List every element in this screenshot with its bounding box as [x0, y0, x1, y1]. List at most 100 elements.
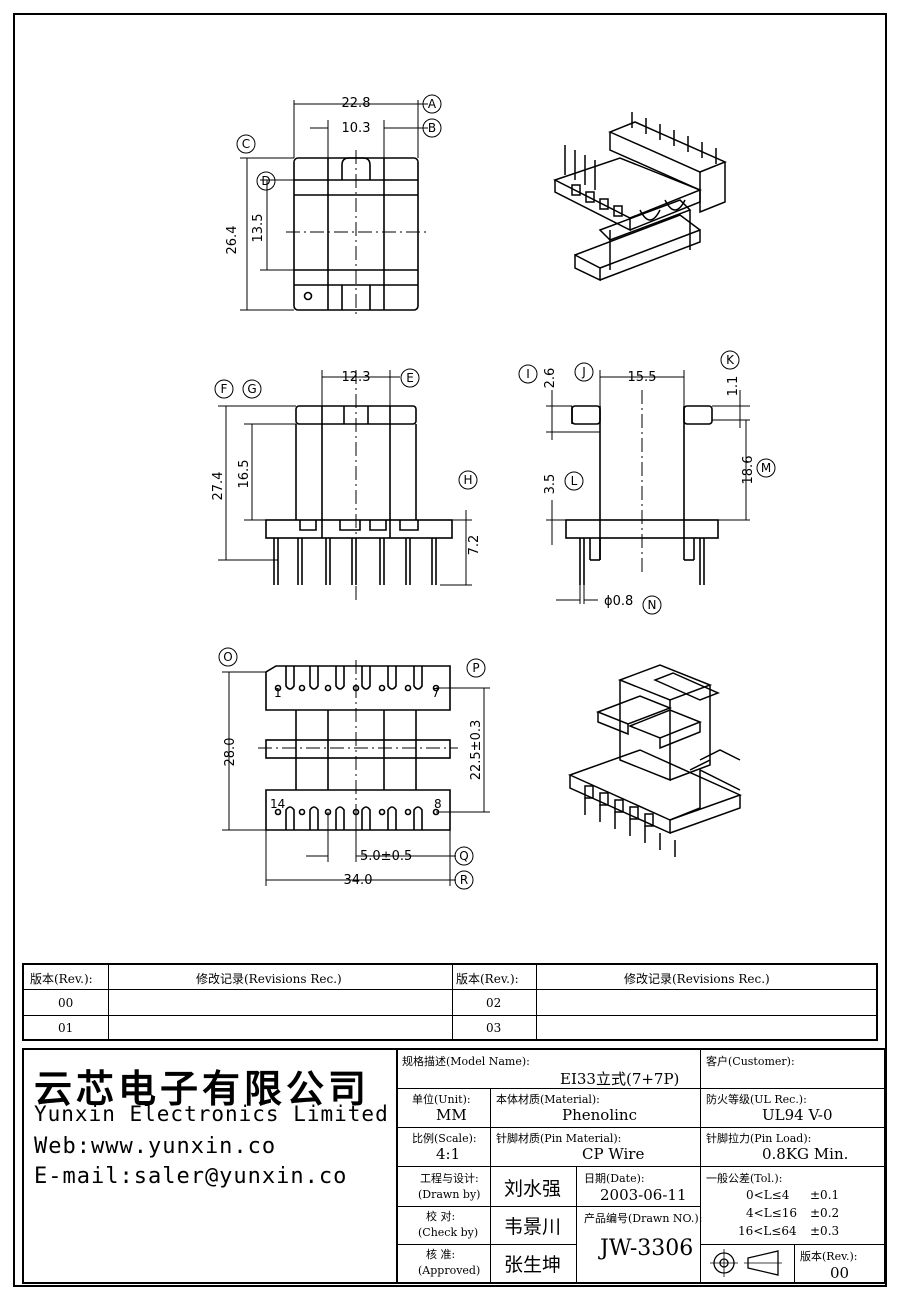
- callout-d: D: [261, 174, 270, 188]
- dim-j: 15.5: [628, 370, 657, 385]
- title-block: 云芯电子有限公司 Yunxin Electronics Limited Web:…: [22, 1048, 886, 1284]
- rev-label: 版本(Rev.):: [800, 1250, 858, 1263]
- company-web: Web:www.yunxin.co: [34, 1134, 277, 1159]
- rev-cell: 02: [486, 996, 502, 1010]
- pin-7-label: 7: [432, 686, 440, 700]
- material-value: Phenolinc: [562, 1106, 637, 1124]
- drawn-no: JW-3306: [600, 1236, 694, 1261]
- scale-label: 比例(Scale):: [412, 1132, 477, 1145]
- pin-load-value: 0.8KG Min.: [762, 1145, 849, 1163]
- check-by: 韦景川: [504, 1216, 562, 1238]
- date-label: 日期(Date):: [584, 1172, 645, 1185]
- approved-by: 张生坤: [504, 1254, 562, 1276]
- callout-m: M: [761, 461, 771, 475]
- company-name-en: Yunxin Electronics Limited: [34, 1102, 389, 1126]
- side-view: [565, 390, 719, 585]
- callout-q: Q: [459, 849, 468, 863]
- dim-i: 2.6: [543, 368, 558, 389]
- callout-f: F: [221, 382, 228, 396]
- dim-b: 10.3: [342, 121, 371, 136]
- front-view: [265, 370, 453, 600]
- iso-view-top: [553, 112, 727, 282]
- tol-range: 4<L≤16: [746, 1206, 797, 1220]
- ul-label: 防火等级(UL Rec.):: [706, 1093, 807, 1106]
- callout-p: P: [472, 661, 479, 675]
- tol-range: 16<L≤64: [738, 1224, 797, 1238]
- bottom-view: [258, 660, 458, 840]
- dim-m: 18.6: [741, 456, 756, 485]
- dim-l: 3.5: [543, 474, 558, 495]
- dim-p: 22.5±0.3: [469, 720, 484, 781]
- dim-g: 16.5: [237, 460, 252, 489]
- tol-range: 0<L≤4: [746, 1188, 790, 1202]
- rev-value: 00: [830, 1264, 850, 1282]
- callout-h: H: [463, 473, 472, 487]
- tol-value: ±0.1: [810, 1188, 840, 1202]
- tol-label: 一般公差(Tol.):: [706, 1172, 783, 1185]
- revision-table: 版本(Rev.): 修改记录(Revisions Rec.) 版本(Rev.):…: [22, 963, 878, 1041]
- dim-d: 13.5: [251, 214, 266, 243]
- model-label: 规格描述(Model Name):: [402, 1055, 530, 1068]
- drawn-no-label: 产品编号(Drawn NO.):: [584, 1212, 703, 1225]
- callout-i: I: [526, 367, 530, 381]
- rev-header-1: 版本(Rev.):: [30, 972, 93, 986]
- unit-value: MM: [436, 1106, 467, 1124]
- front-view-dims: [218, 370, 472, 586]
- drawn-by: 刘水强: [504, 1178, 562, 1200]
- tol-value: ±0.2: [810, 1206, 840, 1220]
- third-angle-projection-icon: [710, 1249, 782, 1277]
- scale-value: 4:1: [436, 1145, 461, 1163]
- callout-n: N: [648, 598, 657, 612]
- dim-f: 27.4: [211, 472, 226, 501]
- date-value: 2003-06-11: [600, 1186, 687, 1204]
- drawn-label-en: (Drawn by): [418, 1188, 481, 1201]
- drawn-label-cn: 工程与设计:: [420, 1172, 479, 1185]
- pin-load-label: 针脚拉力(Pin Load):: [706, 1132, 812, 1145]
- approved-label-cn: 核 准:: [426, 1248, 456, 1261]
- pin-14-label: 14: [270, 797, 285, 811]
- callout-r: R: [460, 873, 468, 887]
- callout-c: C: [242, 137, 250, 151]
- dim-a: 22.8: [342, 96, 371, 111]
- iso-view-bottom: [567, 664, 743, 857]
- dim-pin-dia: ϕ0.8: [604, 594, 633, 609]
- top-view-dims: [240, 100, 428, 311]
- pin-material-value: CP Wire: [582, 1145, 645, 1163]
- callout-l: L: [571, 474, 578, 488]
- rev-header-2: 修改记录(Revisions Rec.): [196, 972, 342, 986]
- dim-c: 26.4: [225, 226, 240, 255]
- dim-r: 34.0: [344, 873, 373, 888]
- pin-1-label: 1: [274, 686, 282, 700]
- dim-o: 28.0: [223, 738, 238, 767]
- approved-label-en: (Approved): [418, 1264, 481, 1277]
- check-label-cn: 校 对:: [426, 1210, 456, 1223]
- callout-g: G: [247, 382, 256, 396]
- pin-material-label: 针脚材质(Pin Material):: [496, 1132, 622, 1145]
- check-label-en: (Check by): [418, 1226, 479, 1239]
- unit-label: 单位(Unit):: [412, 1093, 471, 1106]
- dim-q: 5.0±0.5: [360, 849, 412, 864]
- callouts: [214, 94, 776, 890]
- dim-k: 1.1: [726, 376, 741, 397]
- company-name-cn: 云芯电子有限公司: [34, 1067, 371, 1111]
- rev-cell: 01: [58, 1021, 74, 1035]
- ul-value: UL94 V-0: [762, 1106, 833, 1124]
- callout-k: K: [726, 353, 735, 367]
- pin-8-label: 8: [434, 797, 442, 811]
- callout-b: B: [428, 121, 436, 135]
- rev-cell: 00: [58, 996, 74, 1010]
- rev-header-4: 修改记录(Revisions Rec.): [624, 972, 770, 986]
- material-label: 本体材质(Material):: [496, 1093, 600, 1106]
- model-name: EI33立式(7+7P): [560, 1070, 680, 1088]
- callout-letters: A B C D E F G H I J K L M N O P Q R: [221, 97, 772, 887]
- dim-h: 7.2: [467, 535, 482, 556]
- side-view-dims: [546, 370, 750, 604]
- callout-o: O: [223, 650, 232, 664]
- rev-cell: 03: [486, 1021, 502, 1035]
- callout-a: A: [428, 97, 437, 111]
- company-email: E-mail:saler@yunxin.co: [34, 1164, 348, 1189]
- callout-j: J: [581, 365, 586, 379]
- bottom-view-dims: [222, 671, 490, 886]
- top-view: [286, 150, 426, 318]
